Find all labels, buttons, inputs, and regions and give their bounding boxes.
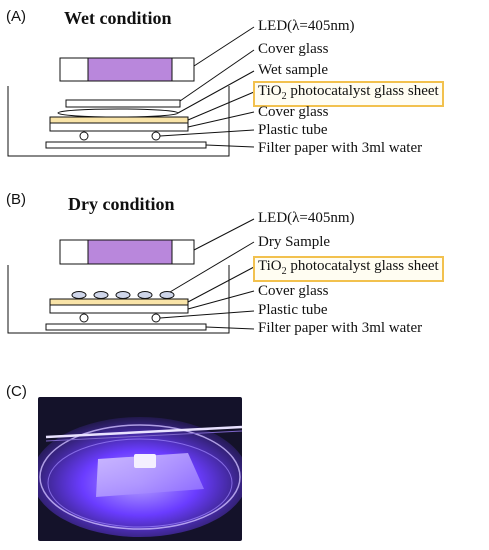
label-cover-glass: Cover glass [258,104,329,120]
led-emitter [87,239,173,265]
tio2-suffix: photocatalyst glass sheet [286,258,439,274]
glass-rod [45,425,242,439]
photo-illustration [38,397,242,541]
tio2-text: TiO [258,83,282,99]
filter-paper [45,141,207,149]
panel-b-title: Dry condition [68,194,175,214]
dry-sample-drop [115,291,131,299]
label-cover-glass: Cover glass [258,283,329,299]
label-led: LED(λ=405nm) [258,210,355,226]
label-dry-sample: Dry Sample [258,234,331,250]
panel-b-label: (B) [6,191,26,208]
tio2-sheet [49,298,189,306]
sample-spot [134,454,156,468]
tio2-subscript: 2 [281,91,287,102]
tio2-text: TiO [258,258,282,274]
label-filter-paper: Filter paper with 3ml water [258,320,423,336]
plastic-tube-right [151,131,161,141]
dry-sample-drop [93,291,109,299]
cover-glass [49,304,189,314]
tio2-sheet [49,116,189,124]
plastic-tube-left [79,131,89,141]
label-cover-glass-top: Cover glass [258,41,329,57]
apparatus-diagrams [7,26,255,334]
container-outline [7,86,230,157]
label-plastic-tube: Plastic tube [258,302,328,318]
panel-a-title: Wet condition [64,8,172,28]
label-wet-sample: Wet sample [258,62,329,78]
tio2-subscript: 2 [281,266,287,277]
panel-a-label: (A) [6,8,26,25]
tio2-suffix: photocatalyst glass sheet [286,83,439,99]
top-cover-glass [65,99,181,108]
label-led: LED(λ=405nm) [258,18,355,34]
plastic-tube-left [79,313,89,323]
cover-glass [49,122,189,132]
container-outline [7,265,230,334]
led-emitter [87,57,173,82]
plastic-tube-right [151,313,161,323]
panel-c-label: (C) [6,383,27,400]
panel-b-schematic [7,218,255,334]
label-tio2-sheet: TiO2 photocatalyst glass sheet [253,81,444,107]
glass-sheet [96,453,204,497]
label-tio2-sheet: TiO2 photocatalyst glass sheet [253,256,444,282]
dry-sample-drop [159,291,175,299]
dry-sample-drop [71,291,87,299]
filter-paper [45,323,207,331]
wet-sample [57,108,179,118]
dry-sample-drop [137,291,153,299]
panel-a-schematic [7,26,255,157]
experiment-photo [38,397,242,541]
label-plastic-tube: Plastic tube [258,122,328,138]
label-filter-paper: Filter paper with 3ml water [258,140,423,156]
